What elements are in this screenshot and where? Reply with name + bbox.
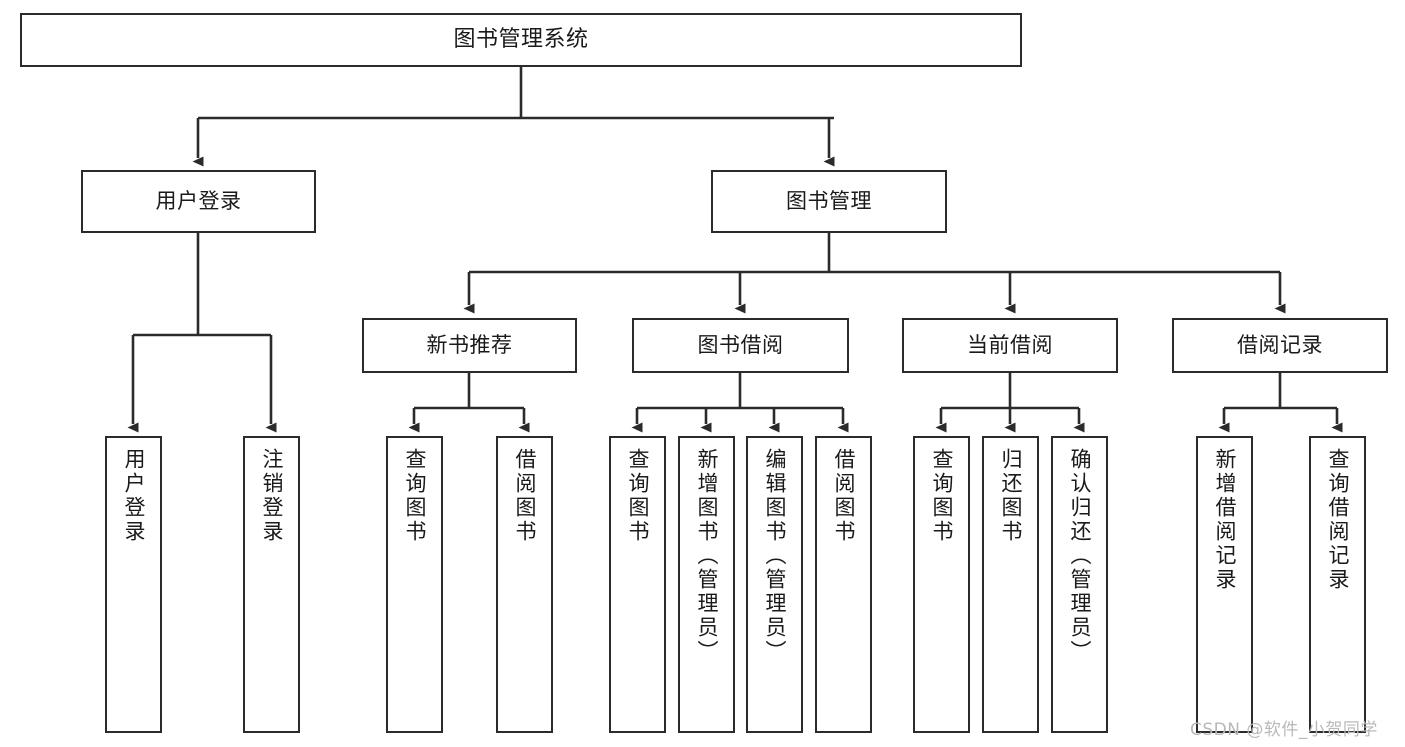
node-book-borrow-label: 图书借阅 xyxy=(697,332,784,357)
node-leaf-borrow-book-a[interactable]: 借阅图书 xyxy=(496,436,553,733)
node-user-login[interactable]: 用户登录 xyxy=(81,170,316,233)
node-leaf-add-book-label: 新增图书（管理员） xyxy=(695,448,719,664)
node-leaf-query-book-c-label: 查询图书 xyxy=(930,448,954,544)
connector-currentborrow-to-leaves xyxy=(935,373,1085,433)
node-book-borrow[interactable]: 图书借阅 xyxy=(632,318,849,373)
node-leaf-add-record[interactable]: 新增借阅记录 xyxy=(1196,436,1253,733)
connector-borrowrecord-to-leaves xyxy=(1218,373,1343,433)
node-leaf-user-login-label: 用户登录 xyxy=(122,448,146,544)
node-leaf-query-book-c[interactable]: 查询图书 xyxy=(913,436,970,733)
node-leaf-logout[interactable]: 注销登录 xyxy=(243,436,300,733)
node-borrow-record-label: 借阅记录 xyxy=(1237,332,1323,357)
node-borrow-record[interactable]: 借阅记录 xyxy=(1172,318,1388,373)
connector-newbook-to-leaves xyxy=(408,373,530,433)
node-leaf-query-book-b[interactable]: 查询图书 xyxy=(609,436,666,733)
node-new-book-recommend[interactable]: 新书推荐 xyxy=(362,318,577,373)
node-leaf-query-record-label: 查询借阅记录 xyxy=(1326,448,1350,592)
node-new-book-recommend-label: 新书推荐 xyxy=(426,332,513,357)
node-leaf-edit-book-label: 编辑图书（管理员） xyxy=(763,448,787,664)
node-leaf-borrow-book-b[interactable]: 借阅图书 xyxy=(815,436,872,733)
connector-bookborrow-to-leaves xyxy=(631,373,849,433)
node-root-system-label: 图书管理系统 xyxy=(453,26,589,52)
node-leaf-query-record[interactable]: 查询借阅记录 xyxy=(1309,436,1366,733)
node-leaf-borrow-book-a-label: 借阅图书 xyxy=(513,448,537,544)
connector-bookmanage-to-level2 xyxy=(463,233,1286,314)
node-current-borrow-label: 当前借阅 xyxy=(967,332,1053,357)
node-leaf-return-book-label: 归还图书 xyxy=(999,448,1023,544)
node-leaf-query-book-a[interactable]: 查询图书 xyxy=(386,436,443,733)
node-user-login-label: 用户登录 xyxy=(155,188,242,213)
node-leaf-user-login[interactable]: 用户登录 xyxy=(105,436,162,733)
node-leaf-add-book[interactable]: 新增图书（管理员） xyxy=(678,436,735,733)
node-leaf-borrow-book-b-label: 借阅图书 xyxy=(832,448,856,544)
node-leaf-logout-label: 注销登录 xyxy=(260,448,284,544)
node-root-system[interactable]: 图书管理系统 xyxy=(20,13,1022,67)
node-leaf-confirm-return-label: 确认归还（管理员） xyxy=(1068,448,1092,664)
node-current-borrow[interactable]: 当前借阅 xyxy=(902,318,1118,373)
connector-root-to-level1 xyxy=(192,67,835,167)
node-leaf-add-record-label: 新增借阅记录 xyxy=(1213,448,1237,592)
node-leaf-return-book[interactable]: 归还图书 xyxy=(982,436,1039,733)
node-leaf-edit-book[interactable]: 编辑图书（管理员） xyxy=(746,436,803,733)
node-leaf-query-book-a-label: 查询图书 xyxy=(403,448,427,544)
node-leaf-confirm-return[interactable]: 确认归还（管理员） xyxy=(1051,436,1108,733)
node-book-manage-label: 图书管理 xyxy=(786,188,872,213)
node-book-manage[interactable]: 图书管理 xyxy=(711,170,947,233)
connector-userlogin-to-leaves xyxy=(127,233,277,433)
csdn-watermark: CSDN @软件_小贺同学 xyxy=(1190,720,1378,740)
node-leaf-query-book-b-label: 查询图书 xyxy=(626,448,650,544)
